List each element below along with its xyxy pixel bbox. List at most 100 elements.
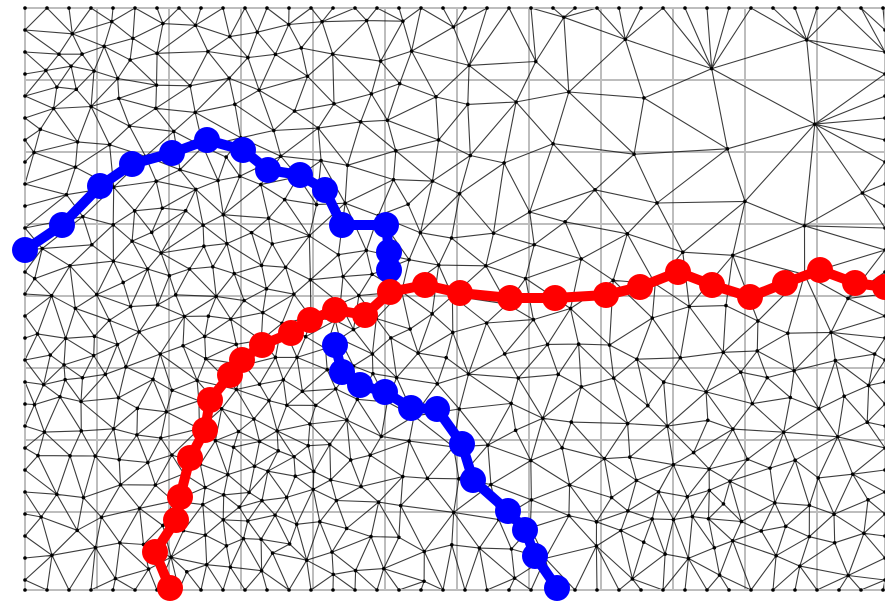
mesh-node — [216, 178, 220, 183]
mesh-node — [155, 6, 159, 10]
mesh-node — [178, 167, 182, 172]
mesh-node — [630, 577, 635, 581]
mesh-node — [378, 59, 383, 63]
mesh-node — [23, 490, 27, 494]
mesh-node — [224, 155, 228, 159]
mesh-node — [300, 389, 305, 394]
mesh-node — [295, 355, 299, 360]
mesh-node — [183, 208, 188, 213]
mesh-node — [109, 19, 114, 24]
mesh-node — [246, 55, 250, 60]
mesh-node — [42, 430, 47, 434]
mesh-node — [451, 25, 456, 29]
mesh-node — [369, 92, 374, 96]
mesh-node — [199, 588, 203, 592]
mesh-node — [529, 458, 533, 463]
mesh-node — [430, 312, 434, 316]
mesh-node — [331, 572, 336, 577]
mesh-node — [319, 158, 323, 163]
mesh-node — [832, 540, 837, 545]
mesh-node — [224, 544, 229, 548]
mesh-node — [730, 253, 735, 258]
mesh-node — [55, 492, 59, 497]
mesh-node — [331, 588, 335, 592]
mesh-node — [379, 434, 384, 439]
mesh-node — [721, 350, 726, 355]
mesh-node — [425, 476, 430, 481]
mesh-node — [23, 72, 27, 76]
mesh-node — [832, 512, 836, 516]
mesh-node — [246, 519, 250, 523]
mesh-node — [408, 327, 412, 331]
mesh-node — [249, 230, 254, 235]
mesh-node — [707, 488, 712, 493]
mesh-node — [312, 469, 316, 474]
mesh-node — [93, 545, 98, 550]
mesh-node — [267, 398, 271, 403]
mesh-node — [872, 352, 877, 356]
path-node — [87, 173, 113, 199]
mesh-node — [160, 206, 165, 210]
mesh-node — [259, 568, 264, 573]
mesh-node — [135, 406, 140, 411]
mesh-node — [816, 476, 821, 480]
mesh-node — [23, 556, 27, 560]
mesh-node — [435, 382, 440, 386]
mesh-node — [419, 588, 423, 592]
mesh-node — [573, 588, 577, 592]
mesh-node — [353, 588, 357, 592]
mesh-node — [837, 588, 841, 592]
path-node — [398, 395, 424, 421]
path-node — [287, 162, 313, 188]
mesh-node — [45, 6, 49, 10]
mesh-node — [793, 588, 797, 592]
mesh-node — [502, 161, 506, 165]
mesh-node — [23, 94, 27, 98]
mesh-node — [221, 517, 226, 522]
mesh-node — [359, 484, 363, 489]
mesh-node — [133, 588, 137, 592]
mesh-node — [81, 495, 86, 500]
mesh-node — [842, 394, 846, 399]
mesh-node — [862, 531, 866, 536]
path-node — [495, 498, 521, 524]
mesh-node — [79, 399, 83, 404]
path-node — [872, 274, 885, 300]
mesh-node — [593, 187, 597, 192]
mesh-node — [93, 454, 97, 458]
mesh-node — [661, 588, 665, 592]
mesh-node — [486, 443, 490, 447]
mesh-node — [397, 81, 402, 86]
mesh-node — [287, 6, 291, 10]
mesh-node — [683, 588, 687, 592]
path-node — [347, 372, 373, 398]
mesh-node — [201, 223, 205, 228]
mesh-node — [181, 343, 185, 348]
mesh-node — [151, 377, 155, 382]
mesh-node — [671, 462, 676, 467]
mesh-node — [468, 153, 473, 158]
mesh-node — [611, 278, 615, 283]
mesh-node — [484, 264, 488, 268]
mesh-node — [712, 545, 717, 550]
mesh-node — [759, 529, 764, 533]
mesh-node — [812, 122, 817, 126]
mesh-node — [57, 52, 61, 56]
mesh-node — [202, 334, 207, 339]
mesh-node — [540, 416, 545, 421]
mesh-node — [293, 474, 298, 479]
mesh-node — [639, 588, 643, 592]
mesh-node — [661, 380, 666, 384]
mesh-node — [23, 314, 27, 318]
mesh-node — [351, 327, 356, 332]
mesh-node — [23, 28, 27, 32]
mesh-node — [111, 426, 116, 431]
mesh-node — [641, 540, 646, 545]
mesh-node — [463, 6, 467, 10]
path-node — [497, 285, 523, 311]
mesh-node — [193, 110, 197, 115]
mesh-node — [465, 102, 470, 107]
path-node — [12, 237, 38, 263]
mesh-node — [94, 292, 99, 297]
